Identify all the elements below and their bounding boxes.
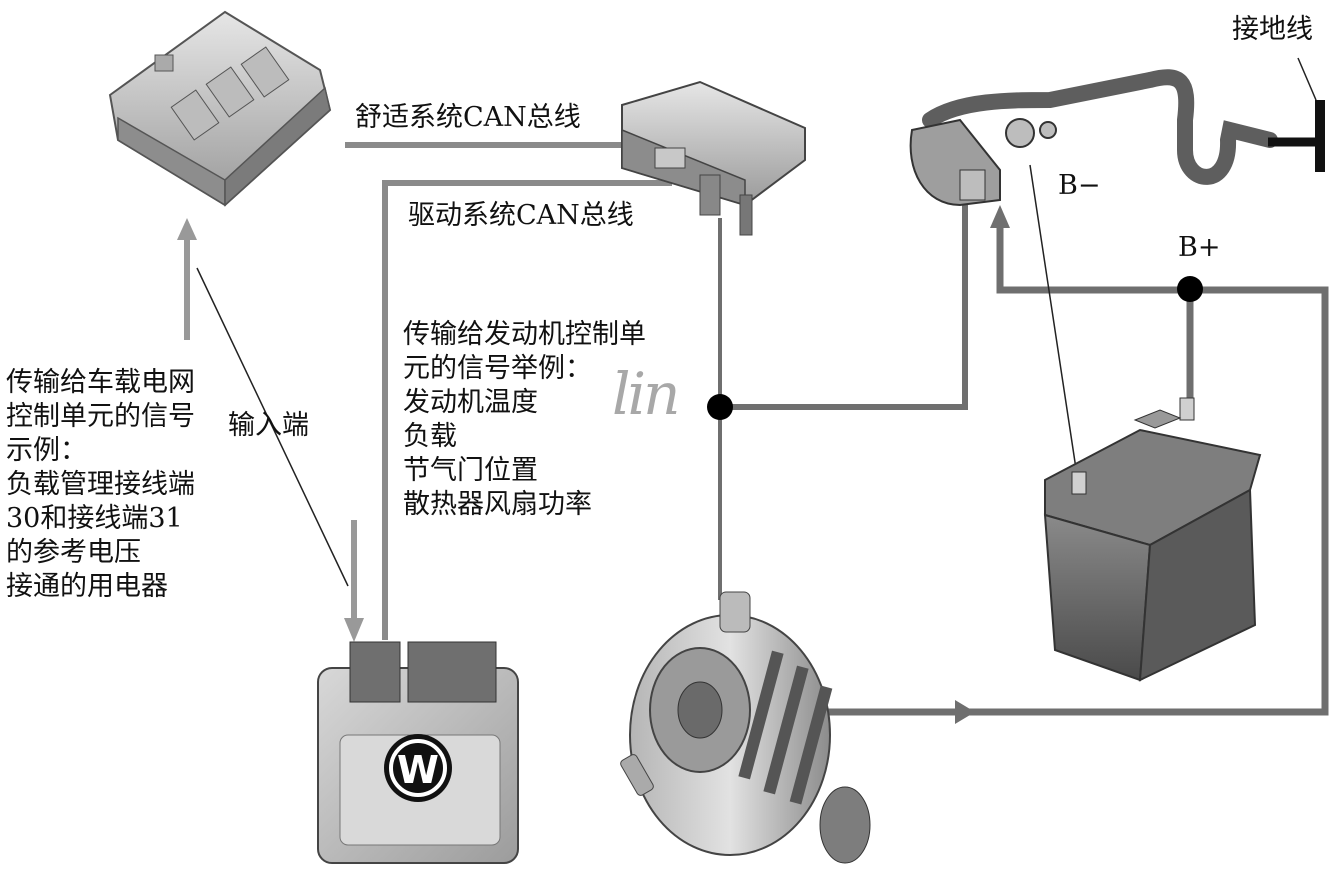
alternator (620, 591, 871, 864)
battery-sense-line (720, 193, 968, 410)
engine-signal-item: 发动机温度 (403, 387, 538, 418)
input-arrow-up (177, 218, 197, 240)
battery-terminal-positive (1179, 397, 1195, 421)
engine-signal-item: 节气门位置 (403, 455, 538, 486)
engine-signals-title-line: 传输给发动机控制单 (403, 319, 646, 350)
engine-signals-title-line: 元的信号举例： (403, 353, 592, 384)
vw-logo: W (384, 734, 452, 802)
lin-logo: lin (612, 360, 680, 428)
leader-lines (196, 57, 1317, 587)
comfort-can-bus-label: 舒适系统CAN总线 (355, 102, 581, 133)
drive-can-bus-label: 驱动系统CAN总线 (408, 200, 634, 231)
gateway-control-unit (621, 80, 806, 236)
input-label: 输入端 (228, 410, 309, 441)
charge-arrow-head (955, 700, 975, 724)
b-plus-arrow-head (990, 205, 1010, 228)
onboard-signals-line: 负载管理接线端 (6, 469, 195, 500)
b-plus-line (705, 205, 1329, 724)
b-minus-label: B− (1058, 170, 1101, 201)
onboard-signals-line: 接通的用电器 (6, 571, 168, 602)
battery-monitor-ground-cable (909, 69, 1325, 207)
input-arrows (177, 218, 364, 642)
battery-terminal-negative (1071, 471, 1087, 495)
onboard-signals-line: 30和接线端31 (6, 503, 183, 534)
onboard-signals-line: 控制单元的信号 (6, 401, 195, 432)
ground-wire-label: 接地线 (1232, 14, 1313, 45)
battery (1043, 397, 1262, 682)
engine-signal-item: 散热器风扇功率 (403, 489, 592, 520)
engine-signal-item: 负载 (403, 421, 457, 452)
svg-text:W: W (397, 748, 439, 792)
onboard-signals-line: 的参考电压 (6, 537, 141, 568)
onboard-signals-text: 传输给车载电网 控制单元的信号 示例： 负载管理接线端 30和接线端31 的参考… (6, 366, 195, 604)
junction-node-lin (707, 394, 733, 420)
onboard-signals-line: 示例： (6, 435, 87, 466)
b-plus-label: B+ (1178, 232, 1221, 263)
junction-node-b-plus (1177, 276, 1203, 302)
engine-control-unit: W (317, 641, 519, 864)
onboard-network-control-unit (108, 10, 332, 207)
engine-signals-text: 传输给发动机控制单 元的信号举例： 发动机温度 负载 节气门位置 散热器风扇功率 (403, 318, 646, 522)
input-arrow-down (344, 618, 364, 642)
drive-can-bus-line (382, 180, 672, 640)
onboard-signals-line: 传输给车载电网 (6, 367, 195, 398)
